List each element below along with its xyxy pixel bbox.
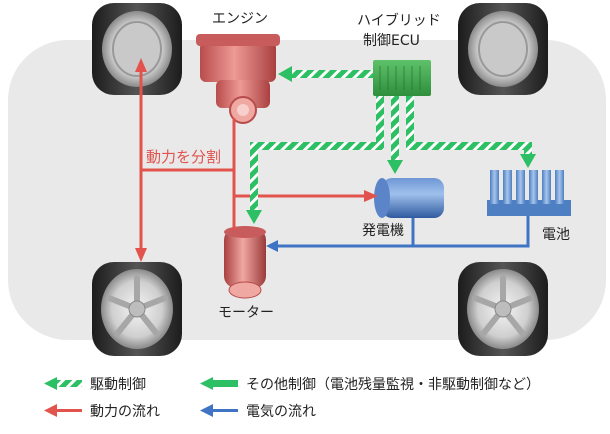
battery-illustration bbox=[487, 170, 571, 216]
legend-power-flow-icon bbox=[44, 404, 82, 417]
front-right-tire bbox=[458, 3, 548, 95]
legend-drive-control-icon bbox=[44, 377, 82, 390]
legend-electric-flow-icon bbox=[200, 404, 238, 417]
front-left-tire bbox=[92, 3, 182, 95]
battery-label: 電池 bbox=[542, 227, 570, 243]
legend-electric-flow-text: 電気の流れ bbox=[246, 404, 316, 420]
motor-label: モーター bbox=[218, 305, 274, 321]
generator-label: 発電機 bbox=[362, 223, 404, 239]
legend-power-flow-text: 動力の流れ bbox=[90, 404, 160, 420]
legend-other-control-icon bbox=[200, 377, 238, 390]
legend-other-control-text: その他制御（電池残量監視・非駆動制御など） bbox=[246, 377, 540, 393]
legend-drive-control-text: 駆動制御 bbox=[90, 377, 146, 393]
generator-illustration bbox=[374, 178, 444, 218]
drive-control-arrows bbox=[246, 66, 403, 224]
engine-label: エンジン bbox=[212, 11, 268, 27]
electric-flow-lines bbox=[274, 216, 530, 248]
power-flow-arrowheads bbox=[135, 58, 378, 262]
power-split-label: 動力を分割 bbox=[146, 148, 222, 166]
ecu-label-line1: ハイブリッド bbox=[357, 13, 441, 29]
rear-right-tire bbox=[458, 262, 548, 356]
ecu-illustration bbox=[373, 60, 431, 96]
motor-illustration bbox=[224, 226, 266, 299]
electric-flow-arrowhead bbox=[266, 240, 278, 252]
other-control-arrow bbox=[406, 96, 536, 168]
ecu-label-line2: 制御ECU bbox=[363, 33, 420, 49]
engine-illustration bbox=[196, 34, 280, 124]
rear-left-tire bbox=[92, 262, 182, 356]
